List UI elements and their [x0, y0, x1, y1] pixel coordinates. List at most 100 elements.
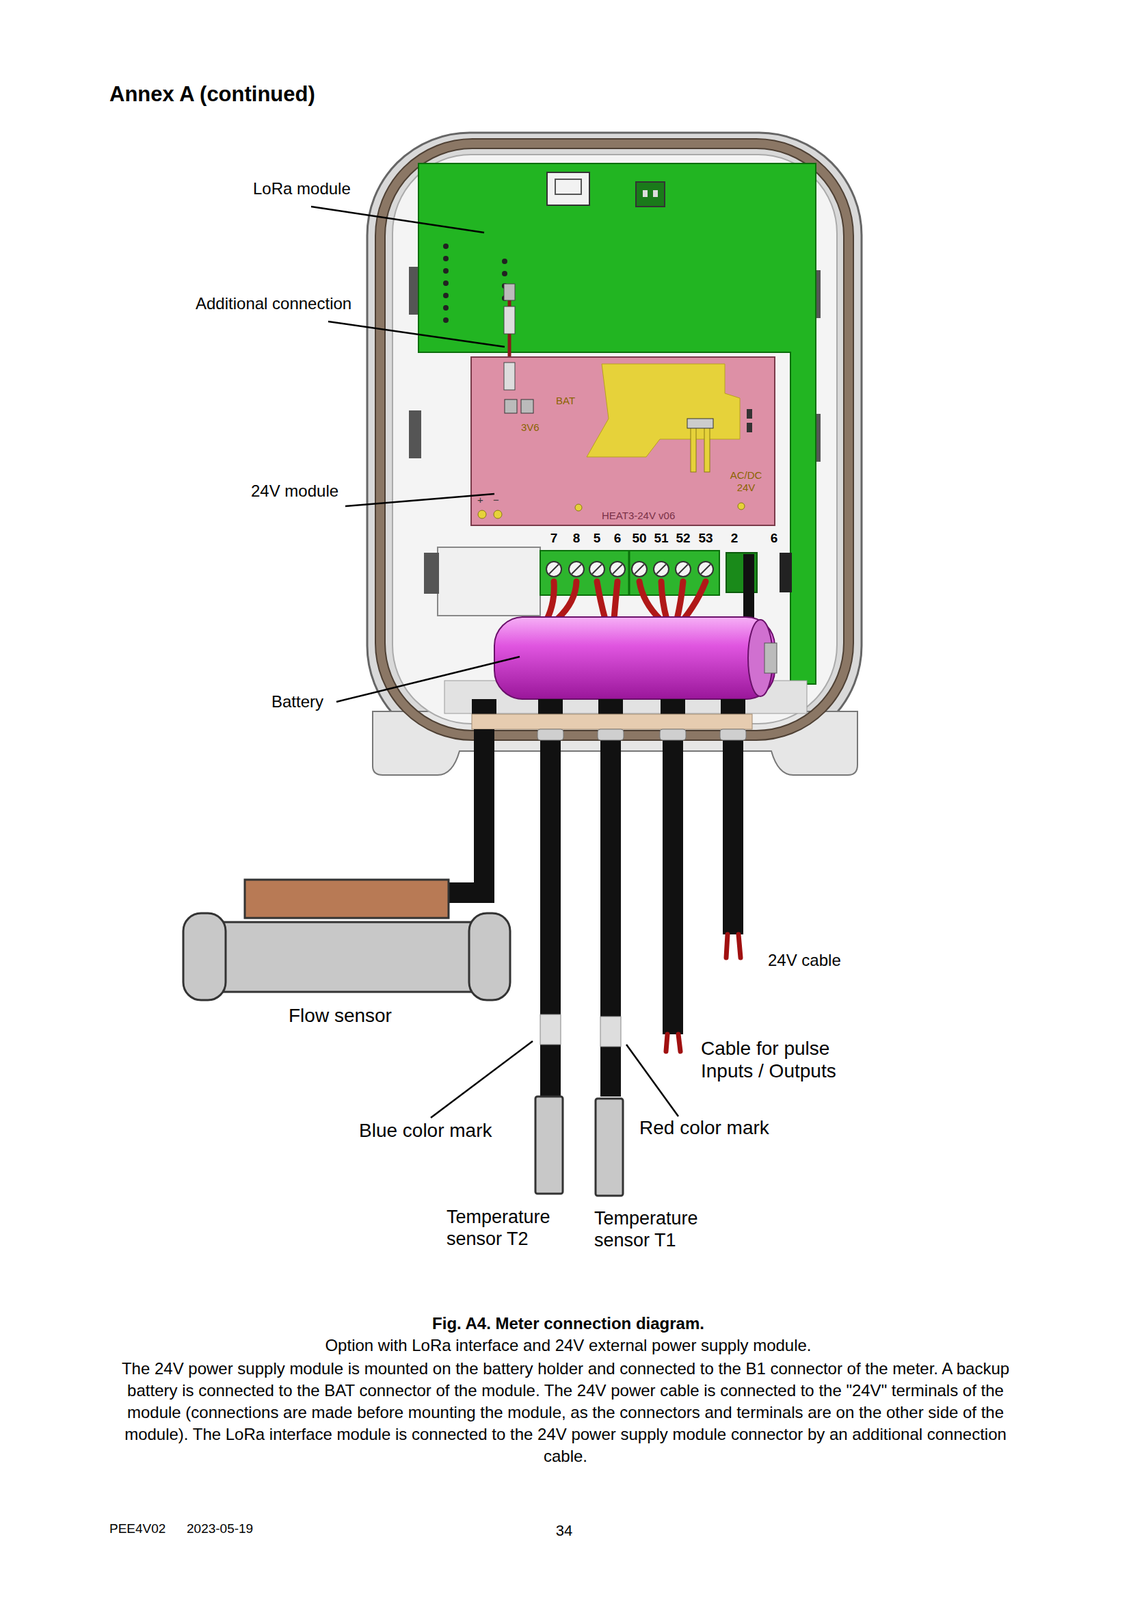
battery — [494, 616, 777, 699]
pcb-marking: 3V6 — [521, 421, 540, 434]
color-marks — [540, 1014, 561, 1045]
terminal-block — [631, 561, 647, 577]
meter-housing — [392, 154, 837, 724]
meter-housing — [380, 143, 849, 736]
power-module-board — [521, 399, 534, 414]
color-marks — [600, 1016, 621, 1047]
battery-holder — [423, 547, 807, 714]
terminal-number: 6 — [603, 530, 632, 546]
battery — [764, 642, 777, 673]
signal-wires — [547, 581, 554, 619]
terminal-number: 50 — [625, 530, 654, 546]
caption-text: The 24V power supply module is mounted o… — [114, 1357, 1017, 1467]
cable-clips — [720, 698, 746, 716]
part-label: 24V module — [250, 481, 339, 501]
terminal-block — [549, 564, 559, 574]
cable-clips — [471, 698, 746, 716]
cables — [662, 728, 684, 1034]
wire-ends — [678, 1033, 681, 1051]
terminal-number: 51 — [647, 530, 675, 546]
part-label: Red color mark — [639, 1115, 770, 1139]
cable-glands — [597, 728, 624, 740]
lora-board — [501, 258, 508, 264]
part-label: 24V cable — [767, 950, 842, 970]
leader-lines — [345, 493, 495, 507]
temperature-probes — [595, 1098, 623, 1196]
cable-clips — [471, 698, 497, 716]
cable-clips — [538, 698, 563, 716]
terminal-number: 2 — [720, 530, 749, 546]
cables — [722, 728, 744, 935]
terminal-block — [698, 561, 714, 577]
leader-lines — [626, 1044, 679, 1116]
lora-board — [443, 304, 449, 311]
power-module-board — [493, 510, 502, 519]
leader-lines — [430, 1040, 533, 1118]
lora-board — [501, 270, 508, 277]
cable-clips — [598, 698, 623, 716]
terminal-block — [549, 564, 711, 574]
lora-board — [653, 190, 658, 197]
flow-sensor — [469, 912, 511, 1000]
lora-connection-cable — [503, 306, 515, 334]
cables — [448, 728, 744, 1097]
flow-sensor — [183, 879, 511, 1000]
pcb-marking: HEAT3-24V v06 — [601, 509, 675, 522]
terminal-block — [571, 564, 582, 574]
signal-wires — [547, 581, 706, 619]
terminal-number: 7 — [540, 530, 568, 546]
cable-glands — [537, 728, 747, 740]
power-module-board — [504, 399, 517, 414]
pcb-marking: AC/DC 24V — [723, 469, 769, 494]
pcb-marking: BAT — [555, 394, 576, 407]
pcb-marking: + — [477, 493, 484, 507]
caption-text: Option with LoRa interface and 24V exter… — [2, 1335, 1131, 1355]
cable-glands — [659, 728, 686, 740]
terminal-number: 6 — [760, 530, 788, 546]
lora-board — [642, 190, 648, 197]
lora-board — [443, 243, 449, 249]
part-label: Temperature sensor T2 — [446, 1206, 580, 1250]
power-module-board — [471, 356, 775, 526]
power-module-board — [471, 356, 775, 526]
terminal-block — [612, 564, 623, 574]
terminal-block — [653, 561, 669, 577]
terminal-number: 52 — [669, 530, 697, 546]
temperature-probes — [535, 1096, 623, 1196]
cables — [540, 728, 561, 1097]
part-label: LoRa module — [253, 179, 351, 199]
terminal-block — [700, 564, 711, 574]
meter-housing — [384, 148, 844, 731]
part-label: Blue color mark — [358, 1118, 493, 1142]
wire-ends — [666, 934, 741, 1051]
leader-lines — [328, 321, 505, 347]
power-module-board — [575, 503, 582, 511]
lora-board — [443, 268, 449, 274]
page-heading: Annex A (continued) — [109, 82, 316, 108]
lora-board — [418, 163, 816, 684]
terminal-block — [779, 552, 792, 593]
power-module-board — [746, 408, 753, 419]
lora-board — [443, 292, 449, 299]
terminal-number: 8 — [562, 530, 591, 546]
footer-text: 2023-05-19 — [186, 1520, 254, 1536]
terminal-block — [628, 550, 631, 595]
lora-board — [555, 179, 582, 195]
terminal-block — [568, 561, 584, 577]
terminal-block — [546, 561, 714, 577]
meter-housing — [408, 410, 422, 459]
figure-caption: Fig. A4. Meter connection diagram. — [2, 1313, 1131, 1333]
cable-glands — [720, 728, 747, 740]
signal-wires — [661, 581, 667, 619]
terminal-block — [656, 564, 667, 574]
signal-wires — [614, 581, 618, 619]
terminal-block — [592, 564, 602, 574]
power-module-board — [503, 362, 515, 390]
signal-wires — [639, 581, 660, 619]
cable-gland-strip — [471, 713, 753, 729]
lora-connection-cable — [503, 283, 515, 301]
terminal-block — [609, 561, 625, 577]
leader-lines — [311, 206, 485, 233]
terminal-number: 5 — [583, 530, 611, 546]
